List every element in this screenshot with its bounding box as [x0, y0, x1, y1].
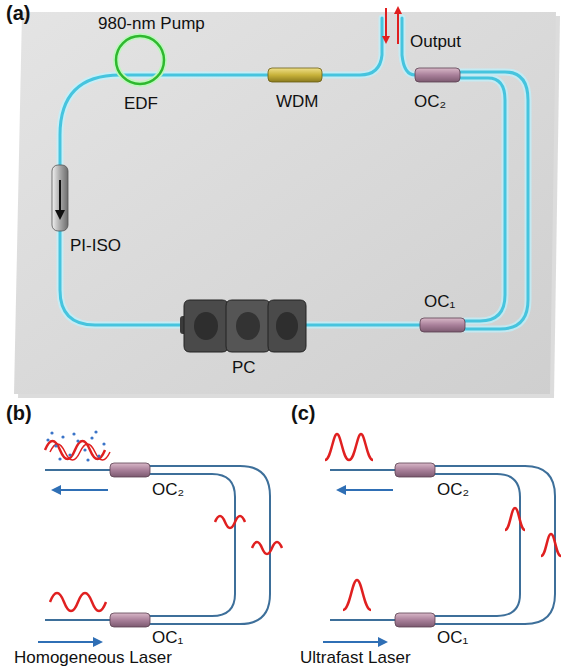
- component-label: PC: [232, 358, 256, 378]
- polarization-controller: [180, 300, 306, 352]
- wdm-coupler: [268, 68, 322, 82]
- edf-coil: [116, 36, 164, 84]
- coupler-label: OC₂: [152, 480, 184, 500]
- coupler-label: OC₁: [152, 628, 183, 648]
- output-arrows: [386, 8, 398, 44]
- panel-letter: (c): [291, 402, 315, 424]
- component-label: WDM: [276, 92, 318, 112]
- component-label: PI-ISO: [70, 236, 121, 256]
- component-label: EDF: [124, 94, 158, 114]
- board: [14, 12, 560, 398]
- laser-type-label: Ultrafast Laser: [300, 648, 411, 668]
- fiber-ring: [60, 18, 528, 329]
- panel-letter: (a): [6, 2, 30, 24]
- component-label: OC₂: [414, 92, 446, 112]
- optical-couplers: [415, 68, 465, 332]
- panel-letter: (b): [6, 402, 32, 424]
- laser-type-label: Homogeneous Laser: [14, 648, 172, 668]
- homogeneous-panel: [38, 430, 282, 642]
- isolator: [52, 165, 68, 231]
- output-label: Output: [410, 32, 461, 52]
- component-label: OC₁: [424, 292, 455, 312]
- pump-label: 980-nm Pump: [98, 14, 205, 34]
- coupler-label: OC₁: [437, 628, 468, 648]
- coupler-label: OC₂: [437, 480, 469, 500]
- ultrafast-panel: [323, 434, 561, 642]
